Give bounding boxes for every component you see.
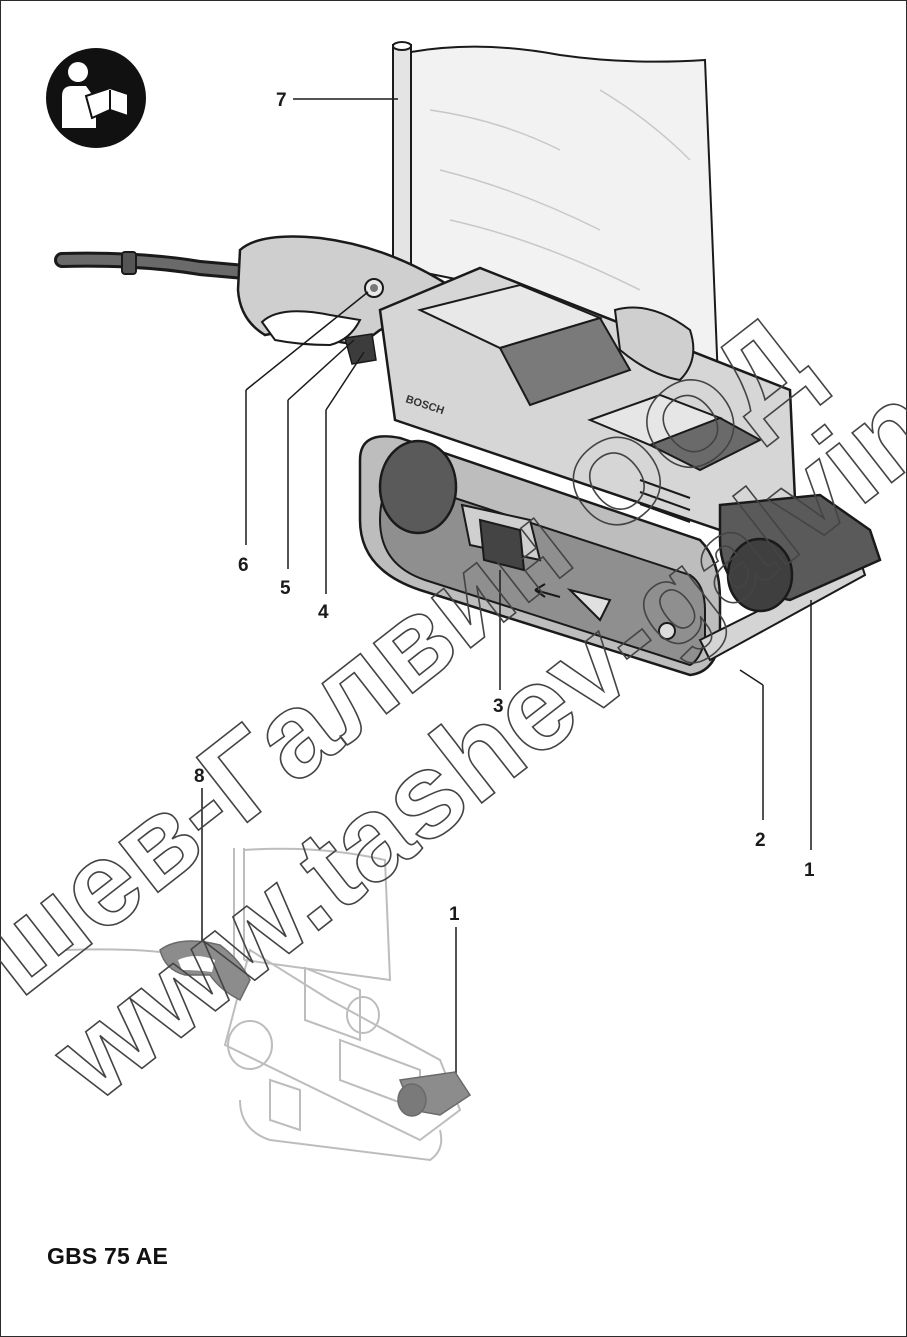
- model-name: GBS 75 AE: [47, 1243, 169, 1269]
- callout-1-small: 1: [449, 904, 460, 925]
- callout-7: 7: [276, 90, 287, 111]
- callout-3: 3: [493, 696, 504, 717]
- callout-leaders: [201, 98, 812, 1090]
- callout-2: 2: [755, 830, 766, 851]
- dust-bag: [392, 41, 720, 382]
- belt-sander-body: BOSCH: [358, 266, 882, 677]
- callout-8: 8: [194, 766, 205, 787]
- small-sander-ghost: [64, 847, 462, 1162]
- small-sander-front-knob-highlight: [397, 1071, 472, 1117]
- power-cable: [54, 251, 253, 280]
- callout-6: 6: [238, 555, 249, 576]
- callout-5: 5: [280, 578, 291, 599]
- callout-1: 1: [804, 860, 815, 881]
- callout-4: 4: [318, 602, 329, 623]
- read-manual-icon: [46, 48, 146, 148]
- small-sander-handle-highlight: [159, 940, 251, 1002]
